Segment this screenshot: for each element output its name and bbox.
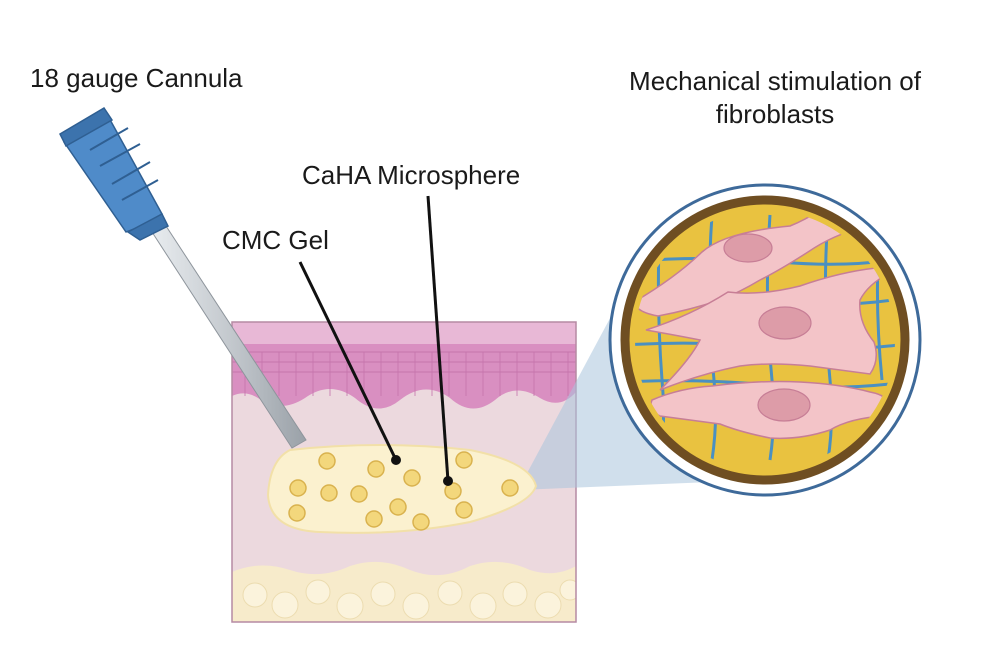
- microsphere: [320, 484, 338, 502]
- cannula-label: 18 gauge Cannula: [30, 63, 243, 93]
- pointer-dot-cmc: [391, 455, 401, 465]
- microsphere: [318, 452, 336, 470]
- microsphere: [412, 513, 430, 531]
- microsphere: [403, 469, 421, 487]
- pointer-dot-caha: [443, 476, 453, 486]
- pointer-lines: [298, 195, 450, 482]
- microsphere: [389, 498, 407, 516]
- mechanical-label-line2: fibroblasts: [715, 99, 835, 129]
- cannula-needle: [59, 106, 307, 449]
- cmc-gel-label: CMC Gel: [222, 225, 329, 255]
- microsphere: [367, 460, 385, 478]
- microsphere: [289, 479, 307, 497]
- microsphere: [288, 504, 306, 522]
- fibroblast-nucleus: [723, 233, 773, 263]
- fibroblast-nucleus: [758, 306, 812, 340]
- pointer-caha: [426, 195, 450, 482]
- microsphere: [455, 501, 473, 519]
- zoom-circle: [608, 183, 922, 497]
- caha-microsphere-label: CaHA Microsphere: [302, 160, 521, 190]
- microsphere: [455, 451, 473, 469]
- microsphere: [444, 482, 462, 500]
- caha-microspheres: [288, 451, 519, 531]
- microsphere: [350, 485, 368, 503]
- pointer-cmc: [298, 261, 398, 461]
- epidermis-layer: [232, 344, 576, 409]
- mechanical-stimulation-label: Mechanical stimulation of fibroblasts: [595, 65, 955, 131]
- microsphere: [501, 479, 519, 497]
- mechanical-label-line1: Mechanical stimulation of: [629, 66, 921, 96]
- microsphere: [365, 510, 383, 528]
- fibroblast-nucleus: [757, 388, 811, 422]
